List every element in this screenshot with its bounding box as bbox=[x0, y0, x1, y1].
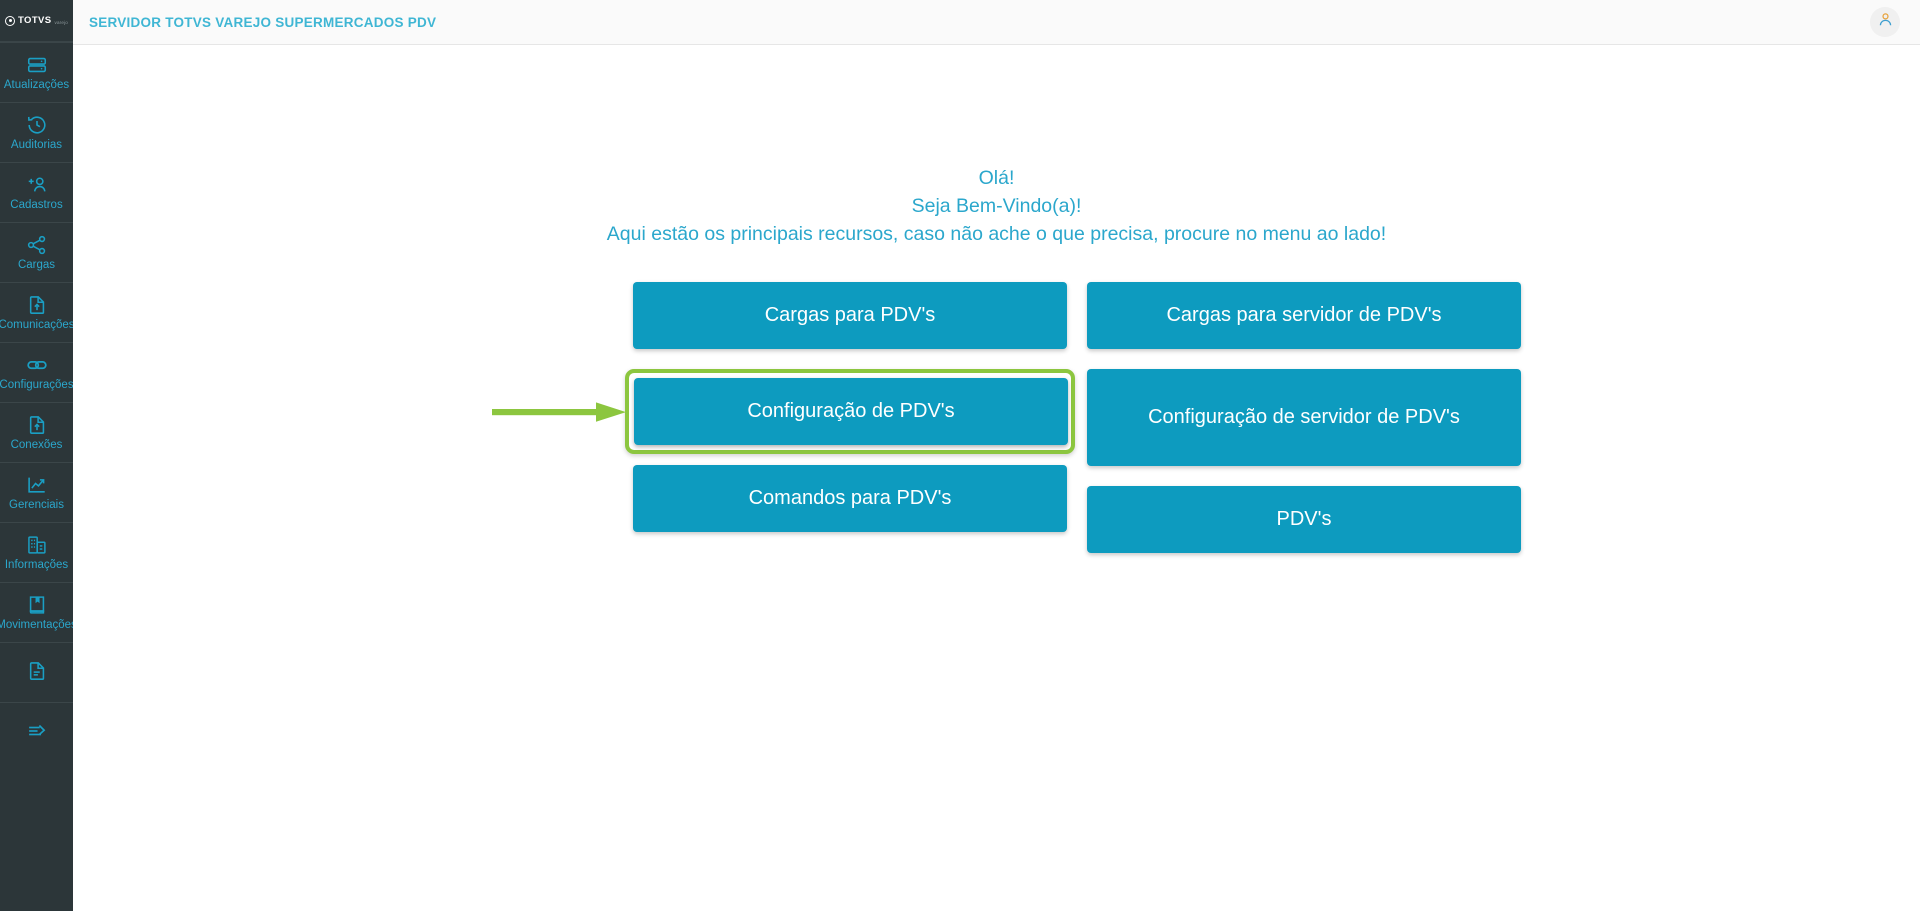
avatar[interactable] bbox=[1870, 7, 1900, 37]
sidebar-item-comunicacoes[interactable]: Comunicações bbox=[0, 282, 73, 342]
pdvs-button[interactable]: PDV's bbox=[1087, 486, 1521, 553]
sidebar-item-auditorias[interactable]: Auditorias bbox=[0, 102, 73, 162]
sidebar-item-cadastros[interactable]: Cadastros bbox=[0, 162, 73, 222]
sidebar-item-label: Conexões bbox=[10, 438, 63, 451]
totvs-logo-icon: TOTVS varejo bbox=[5, 15, 68, 26]
cargas-para-pdvs-button[interactable]: Cargas para PDV's bbox=[633, 282, 1067, 349]
welcome-line-3: Aqui estão os principais recursos, caso … bbox=[606, 223, 1387, 245]
sidebar-item-label: Configurações bbox=[0, 378, 73, 391]
comandos-para-pdvs-button[interactable]: Comandos para PDV's bbox=[633, 465, 1067, 532]
add-user-icon bbox=[25, 173, 49, 197]
welcome-line-1: Olá! bbox=[978, 167, 1015, 189]
document-lines-icon bbox=[25, 659, 49, 683]
user-avatar-icon bbox=[1877, 11, 1894, 33]
shortcut-grid: Cargas para PDV's Configuraç bbox=[492, 282, 1521, 573]
sidebar-item-sair[interactable] bbox=[0, 702, 73, 762]
history-clock-icon bbox=[25, 113, 49, 137]
sidebar-item-informacoes[interactable]: Informações bbox=[0, 522, 73, 582]
sidebar-item-label: Cargas bbox=[17, 258, 56, 271]
green-pointer-arrow-icon bbox=[492, 399, 627, 425]
file-upload-icon bbox=[25, 413, 49, 437]
share-nodes-icon bbox=[25, 233, 49, 257]
sidebar-item-cargas[interactable]: Cargas bbox=[0, 222, 73, 282]
configuracao-de-servidor-de-pdvs-button[interactable]: Configuração de servidor de PDV's bbox=[1087, 369, 1521, 466]
chart-line-icon bbox=[25, 473, 49, 497]
sidebar-logo[interactable]: TOTVS varejo bbox=[0, 0, 73, 42]
arrow-right-lines-icon bbox=[25, 719, 49, 743]
highlight-box: Configuração de PDV's bbox=[492, 369, 1075, 454]
sidebar-item-documentos[interactable] bbox=[0, 642, 73, 702]
shortcut-column-left: Cargas para PDV's Configuraç bbox=[492, 282, 1075, 552]
top-header-bar: SERVIDOR TOTVS VAREJO SUPERMERCADOS PDV bbox=[73, 0, 1920, 45]
main-content: Olá! Seja Bem-Vindo(a)! Aqui estão os pr… bbox=[73, 45, 1920, 911]
cargas-para-servidor-de-pdvs-button[interactable]: Cargas para servidor de PDV's bbox=[1087, 282, 1521, 349]
logo-wordmark: TOTVS bbox=[18, 15, 52, 26]
shortcut-grid-row: Cargas para PDV's Configuraç bbox=[492, 282, 1521, 573]
sidebar-item-label: Atualizações bbox=[3, 78, 70, 91]
sidebar-item-label: Gerenciais bbox=[9, 498, 64, 511]
sidebar-item-configuracoes[interactable]: Configurações bbox=[0, 342, 73, 402]
server-update-icon bbox=[25, 53, 49, 77]
welcome-message: Olá! Seja Bem-Vindo(a)! Aqui estão os pr… bbox=[73, 164, 1920, 248]
building-icon bbox=[25, 533, 49, 557]
sidebar-item-gerenciais[interactable]: Gerenciais bbox=[0, 462, 73, 522]
logo-subtext: varejo bbox=[54, 19, 68, 25]
shortcut-column-right: Cargas para servidor de PDV's Configuraç… bbox=[1087, 282, 1521, 573]
book-bookmark-icon bbox=[25, 593, 49, 617]
sidebar-item-atualizacoes[interactable]: Atualizações bbox=[0, 42, 73, 102]
configuracao-de-pdvs-button[interactable]: Configuração de PDV's bbox=[634, 378, 1068, 445]
sidebar-item-label: Movimentações bbox=[0, 618, 73, 631]
welcome-line-2: Seja Bem-Vindo(a)! bbox=[911, 195, 1082, 217]
sidebar-item-label: Cadastros bbox=[10, 198, 63, 211]
sidebar-item-label: Comunicações bbox=[0, 318, 73, 331]
sidebar: TOTVS varejo Atualizações bbox=[0, 0, 73, 911]
sidebar-item-conexoes[interactable]: Conexões bbox=[0, 402, 73, 462]
sidebar-item-movimentacoes[interactable]: Movimentações bbox=[0, 582, 73, 642]
content-column: SERVIDOR TOTVS VAREJO SUPERMERCADOS PDV … bbox=[73, 0, 1920, 911]
sidebar-item-label: Informações bbox=[4, 558, 69, 571]
page-title: SERVIDOR TOTVS VAREJO SUPERMERCADOS PDV bbox=[89, 14, 437, 30]
file-upload-icon bbox=[25, 293, 49, 317]
link-chain-icon bbox=[25, 353, 49, 377]
sidebar-item-label: Auditorias bbox=[10, 138, 63, 151]
